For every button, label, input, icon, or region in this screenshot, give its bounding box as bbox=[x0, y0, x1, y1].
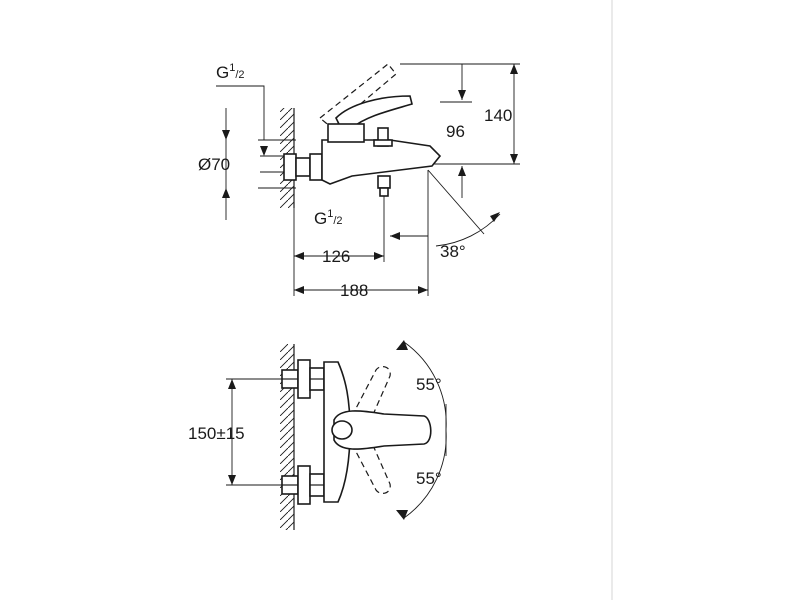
outlet-nipple bbox=[377, 175, 391, 189]
lever-top bbox=[333, 410, 432, 450]
outlet-thread-label: G1/2 bbox=[314, 208, 343, 228]
top-view: 55° 55° 150±15 bbox=[188, 340, 447, 530]
escutcheon bbox=[283, 153, 297, 181]
faucet-body bbox=[321, 139, 442, 185]
angle-up-label: 55° bbox=[416, 375, 442, 394]
depth-outlet-label: 126 bbox=[322, 247, 350, 266]
angle-down-label: 55° bbox=[416, 469, 442, 488]
diameter-label: Ø70 bbox=[198, 155, 230, 174]
eccentric-nut bbox=[295, 157, 311, 177]
depth-total-label: 188 bbox=[340, 281, 368, 300]
lever-cap bbox=[331, 420, 353, 440]
lever-base bbox=[327, 123, 365, 143]
angle-label: 38° bbox=[440, 242, 466, 261]
height-total-label: 140 bbox=[484, 106, 512, 125]
connection-spacing-label: 150±15 bbox=[188, 424, 245, 443]
lever-alt-position bbox=[319, 63, 397, 129]
inlet-thread-label-top: G1/2 bbox=[216, 62, 245, 82]
height-spout-label: 96 bbox=[446, 122, 465, 141]
side-view: G1/2 Ø70 140 96 G1/2 126 38° 188 bbox=[198, 62, 520, 300]
